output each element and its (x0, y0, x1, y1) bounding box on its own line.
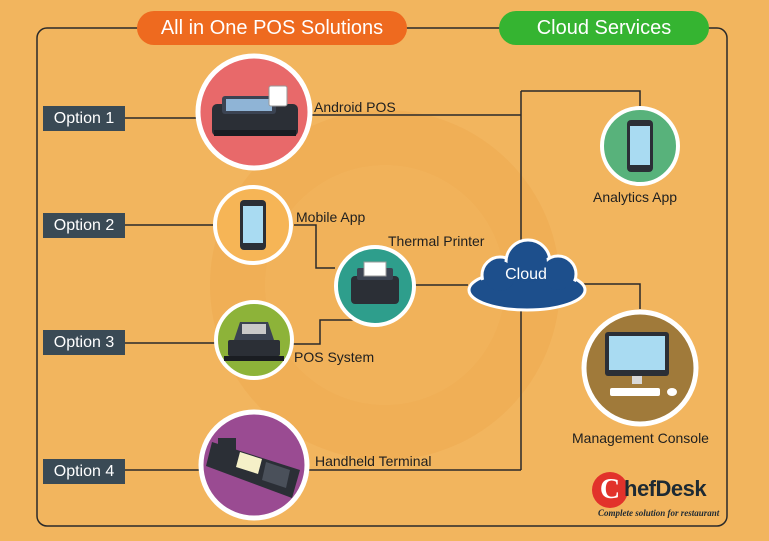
android-pos-label: Android POS (314, 99, 396, 115)
cloud-icon (467, 238, 587, 312)
line-bus-to-analytics (521, 90, 641, 108)
management-console-label: Management Console (572, 430, 709, 446)
logo-initial: C (592, 472, 628, 508)
smartphone-icon (627, 120, 653, 172)
option-1-label: Option 1 (43, 106, 125, 131)
thermal-printer-label: Thermal Printer (388, 233, 485, 249)
android-pos-icon (212, 85, 298, 136)
mobile-app-node (213, 185, 293, 265)
handheld-terminal-icon (206, 438, 300, 498)
line-mobile-to-printer (294, 224, 335, 269)
cloud-node (467, 238, 587, 312)
printer-icon (351, 261, 399, 304)
desktop-computer-icon (605, 332, 677, 396)
chefdesk-logo: C hefDesk Complete solution for restaura… (590, 470, 730, 526)
analytics-app-label: Analytics App (593, 189, 678, 205)
logo-tagline: Complete solution for restaurant (598, 508, 720, 518)
option-4-label: Option 4 (43, 459, 125, 484)
line-pos-to-printer (293, 319, 378, 345)
pos-system-label: POS System (294, 349, 375, 365)
thermal-printer-node (334, 245, 416, 327)
management-console-node (581, 309, 699, 427)
option-2-label: Option 2 (43, 213, 125, 238)
title-pos-solutions: All in One POS Solutions (137, 11, 407, 45)
cash-register-icon (224, 322, 284, 361)
handheld-terminal-node (198, 409, 310, 521)
connector-lines (125, 90, 641, 471)
title-cloud-services: Cloud Services (499, 11, 709, 45)
smartphone-icon (240, 200, 266, 250)
android-pos-node (195, 53, 313, 171)
pos-system-node (214, 300, 294, 380)
mobile-app-label: Mobile App (296, 209, 366, 225)
line-cloud-to-console (582, 283, 641, 309)
option-3-label: Option 3 (43, 330, 125, 355)
handheld-terminal-label: Handheld Terminal (315, 453, 432, 469)
logo-word: hefDesk (624, 476, 707, 501)
analytics-app-node (600, 106, 680, 186)
cloud-label: Cloud (505, 266, 547, 283)
